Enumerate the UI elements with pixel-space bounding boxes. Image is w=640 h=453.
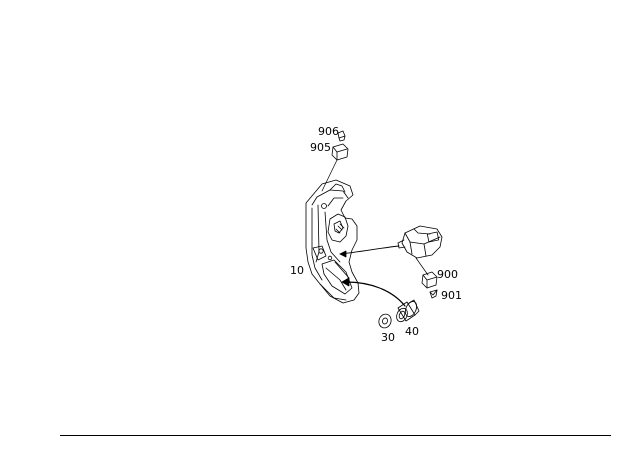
part-label-40: 40: [405, 325, 419, 338]
part-label-10: 10: [290, 264, 304, 277]
arrow-900-to-bracket: [339, 245, 400, 258]
bottom-divider-line: [60, 435, 611, 436]
leader-line-900: [415, 257, 429, 276]
part-906-fitting: [337, 130, 346, 142]
part-900-connector: [421, 271, 438, 289]
part-label-905: 905: [310, 141, 331, 154]
part-900-sensor-housing: [397, 225, 443, 259]
part-label-900: 900: [437, 268, 458, 281]
part-905-connector: [331, 143, 349, 161]
arrow-40-to-pedal: [341, 277, 406, 307]
part-901-fitting: [429, 289, 438, 299]
part-label-906: 906: [318, 125, 339, 138]
part-label-901: 901: [441, 289, 462, 302]
part-30-washer: [378, 313, 392, 329]
part-10-pedal-bracket: [305, 179, 360, 304]
leader-line-905: [321, 159, 338, 192]
part-label-30: 30: [381, 331, 395, 344]
part-40-bushing: [396, 299, 420, 323]
